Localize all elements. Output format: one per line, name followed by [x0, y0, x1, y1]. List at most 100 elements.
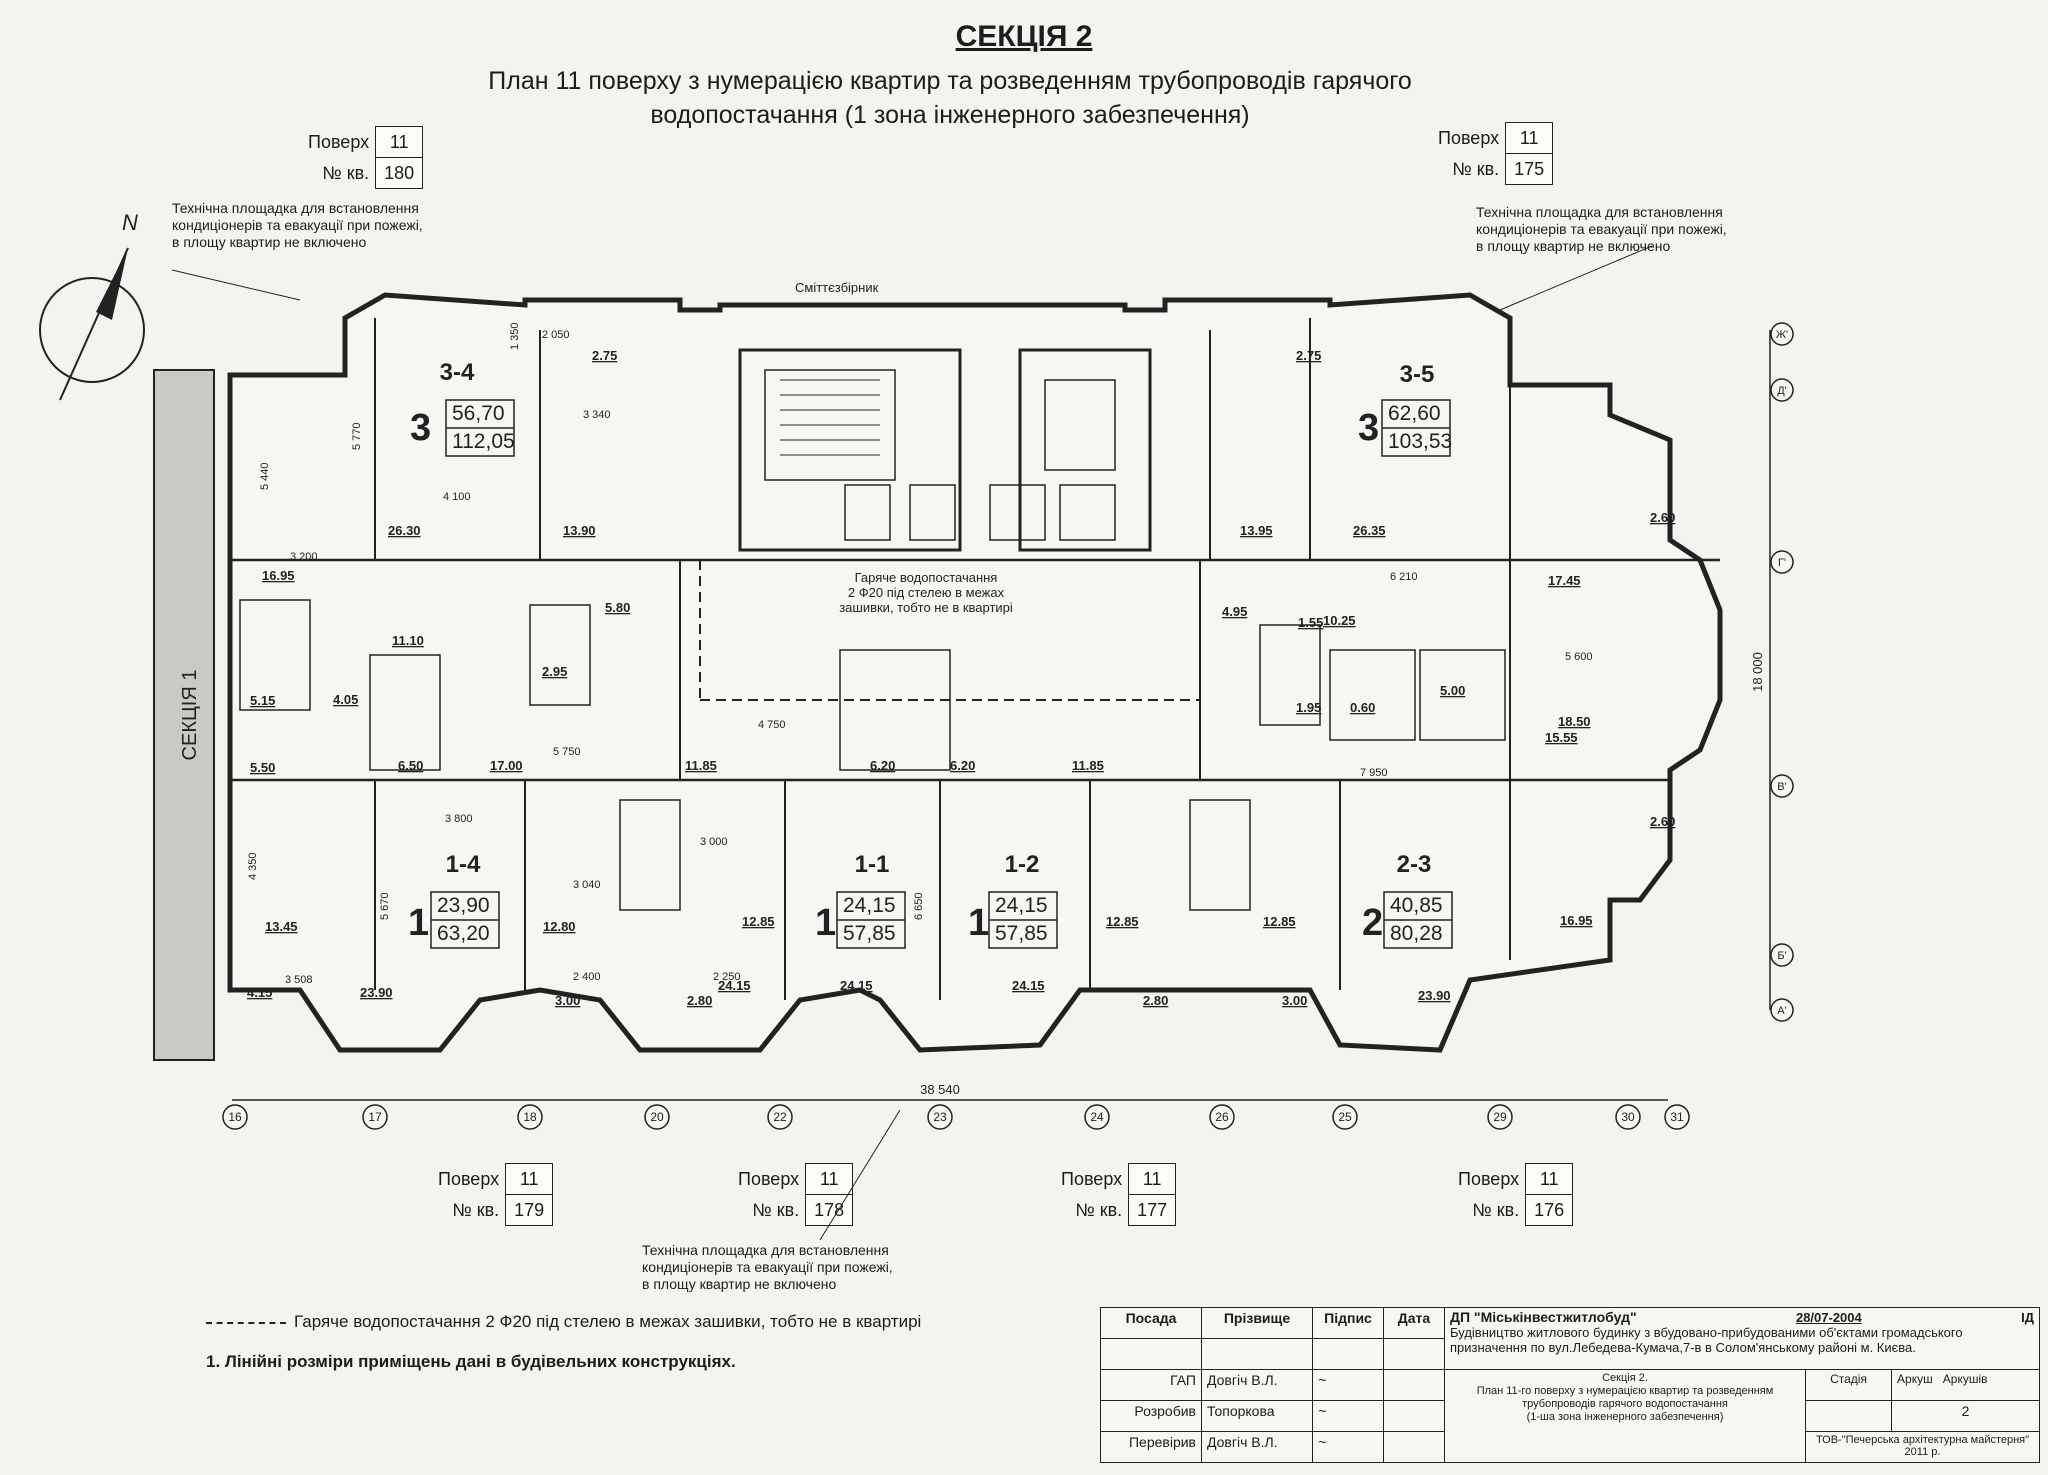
- signature-icon: ~: [1312, 1431, 1384, 1463]
- note-line: зашивки, тобто не в квартирі: [839, 600, 1013, 615]
- room-area: 18.50: [1558, 714, 1591, 729]
- axis-marker: [767, 1104, 793, 1130]
- stamp-date: 28/07-2004: [1795, 1310, 1862, 1325]
- room-area: 16.95: [1560, 913, 1593, 928]
- floor-label: Поверх: [1458, 1168, 1520, 1189]
- apt-value: 179: [505, 1194, 554, 1226]
- dimension: 3 340: [583, 409, 611, 421]
- subtitle-line-1: План 11 поверху з нумерацією квартир та …: [488, 67, 1412, 95]
- axis-marker: [1770, 378, 1794, 402]
- stamp-header: Посада: [1100, 1307, 1202, 1339]
- axis-label: 23: [933, 1110, 947, 1124]
- apt-total-area: 63,20: [437, 922, 490, 945]
- room-area: 16.95: [262, 568, 295, 583]
- axis-marker: [362, 1104, 388, 1130]
- floor-label: Поверх: [1438, 127, 1500, 148]
- apt-label: № кв.: [1075, 1199, 1123, 1220]
- axis-marker: [1084, 1104, 1110, 1130]
- legend-dash-text: Гаряче водопостачання 2 Ф20 під стелею в…: [294, 1312, 922, 1331]
- dimension: 18 000: [1750, 652, 1765, 692]
- stamp-name: Довгіч В.Л.: [1201, 1431, 1313, 1463]
- axis-marker: [1332, 1104, 1358, 1130]
- dimension: 3 800: [445, 813, 473, 825]
- apt-rooms: 1: [968, 902, 989, 944]
- note-line: Технічна площадка для встановлення: [172, 200, 419, 216]
- apt-value: 180: [375, 157, 424, 189]
- axis-label: Ж': [1776, 329, 1788, 341]
- adjacent-section-label: СЕКЦІЯ 1: [179, 670, 201, 761]
- apt-living-area: 23,90: [437, 894, 490, 917]
- axis-label: 24: [1090, 1110, 1104, 1124]
- apt-value: 175: [1505, 153, 1554, 185]
- dimension: 7 950: [1360, 767, 1388, 779]
- room-area: 3.00: [1282, 993, 1307, 1008]
- room-area: 13.45: [265, 919, 298, 934]
- room-area: 6.50: [398, 758, 423, 773]
- axis-marker: [644, 1104, 670, 1130]
- room-area: 2.75: [592, 348, 617, 363]
- apt-label: № кв.: [1452, 158, 1500, 179]
- dimension: 5 670: [379, 892, 391, 920]
- room-area: 11.85: [1072, 758, 1104, 773]
- title-block: Посада Прізвище Підпис Дата ДП "Міськінв…: [1100, 1307, 2040, 1463]
- garbage-chute-label: Сміттєзбірник: [795, 280, 879, 295]
- axis-marker: [1770, 943, 1794, 967]
- dimension: 3 200: [290, 551, 318, 563]
- legend-note: 1. Лінійні розміри приміщень дані в буді…: [206, 1352, 736, 1371]
- apt-total-area: 57,85: [995, 922, 1048, 945]
- apt-code: 2-3: [1397, 851, 1432, 878]
- stamp-role: Розробив: [1100, 1400, 1202, 1432]
- room-area: 5.80: [605, 600, 630, 615]
- dimension: 3 000: [700, 836, 728, 848]
- axis-label: 25: [1338, 1110, 1352, 1124]
- stamp-name: Топоркова: [1201, 1400, 1313, 1432]
- room-areas: 26.30 13.90 2.75 16.95 11.10 5.80 2.95 5…: [247, 348, 1675, 1008]
- dimension: 4 350: [247, 852, 259, 880]
- stamp-header: Підпис: [1312, 1307, 1384, 1339]
- room-area: 11.85: [685, 758, 717, 773]
- room-area: 12.85: [1106, 914, 1139, 929]
- room-area: 24.15: [718, 978, 751, 993]
- floor-value: 11: [805, 1163, 854, 1195]
- room-area: 17.45: [1548, 573, 1581, 588]
- sheets-label: Аркушів: [1942, 1372, 1988, 1386]
- apt-rooms: 1: [408, 902, 429, 944]
- stamp-role: Перевірив: [1100, 1431, 1202, 1463]
- floor-label: Поверх: [738, 1168, 800, 1189]
- apt-total-area: 57,85: [843, 922, 896, 945]
- sheet-title-line: Секція 2.: [1602, 1372, 1648, 1384]
- apt-rooms: 3: [1358, 407, 1379, 449]
- apt-code: 3-5: [1400, 361, 1435, 388]
- signature-icon: ~: [1312, 1400, 1384, 1432]
- apartment-labels: 3-4 3 56,70 112,05 3-5 3 62,60 103,53 1-…: [408, 359, 1452, 945]
- axis-label: Д': [1777, 385, 1787, 397]
- axis-label: 31: [1670, 1110, 1684, 1124]
- axis-label: Б': [1777, 950, 1786, 962]
- subtitle-line-2: водопостачання (1 зона інженерного забез…: [650, 101, 1250, 129]
- tech-platform-note-left: Технічна площадка для встановлення конди…: [172, 200, 423, 251]
- tech-platform-note-bottom: Технічна площадка для встановлення конди…: [642, 1242, 893, 1293]
- floor-value: 11: [1128, 1163, 1177, 1195]
- axis-marker: [1770, 322, 1794, 346]
- stamp-sheet-labels: Аркуш Аркушів: [1891, 1369, 2040, 1401]
- apt-living-area: 40,85: [1390, 894, 1443, 917]
- axis-label: 20: [650, 1110, 664, 1124]
- floor-label: Поверх: [1061, 1168, 1123, 1189]
- sheet-label: Аркуш: [1897, 1372, 1933, 1386]
- sheet-title-cell: Секція 2. План 11-го поверху з нумераціє…: [1444, 1369, 1806, 1463]
- axis-label: 29: [1493, 1110, 1507, 1124]
- room-area: 1.95: [1296, 700, 1321, 715]
- apt-value: 176: [1525, 1194, 1574, 1226]
- note-line: кондиціонерів та евакуації при пожежі,: [1476, 221, 1727, 237]
- dimension: 5 600: [1565, 651, 1593, 663]
- note-line: Технічна площадка для встановлення: [642, 1242, 889, 1258]
- axis-label: А': [1777, 1005, 1786, 1017]
- room-area: 5.15: [250, 693, 275, 708]
- note-line: кондиціонерів та евакуації при пожежі,: [172, 217, 423, 233]
- floor-label: Поверх: [308, 131, 370, 152]
- hot-water-core-note: Гаряче водопостачання 2 Ф20 під стелею в…: [839, 570, 1013, 615]
- apt-label: № кв.: [452, 1199, 500, 1220]
- stamp-sheet-no: 2: [1891, 1400, 2040, 1432]
